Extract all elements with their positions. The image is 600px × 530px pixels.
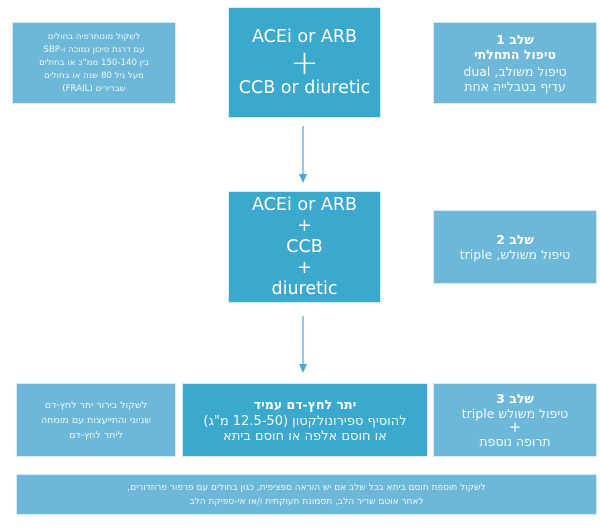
step2-stage-box: שלב 2 טיפול משולש, triple — [433, 210, 597, 284]
stage-title: שלב 1 — [496, 32, 534, 47]
step1-stage-box: שלב 1 טיפול התחלתי טיפול משולב, dual עדי… — [433, 22, 597, 104]
stage-text: טיפול משולש triple — [461, 406, 569, 421]
stage-text: תרופה נוספת — [479, 434, 551, 449]
note-line: בין 150-140 ממ"כ או בחולים — [39, 57, 149, 68]
stage-text: עדיף בטבלייה אחת — [464, 79, 566, 94]
stage-text: טיפול משולש, triple — [459, 247, 571, 262]
arrow-down-icon — [299, 316, 307, 373]
note-line: שברירים (FRAIL) — [62, 83, 126, 94]
plus-sign: + — [297, 257, 312, 278]
step2-drug-box: ACEi or ARB + CCB + diuretic — [228, 191, 381, 303]
resistant-title: יתר לחץ-דם עמיד — [253, 396, 357, 412]
step3-stage-box: שלב 3 טיפול משולש triple + תרופה נוספת — [433, 383, 597, 457]
plus-sign: + — [508, 418, 522, 436]
stage-text: טיפול משולב, dual — [463, 64, 567, 79]
note-line: שניוני והתייעצות עם מומחה — [40, 414, 152, 426]
plus-sign: + — [297, 215, 312, 236]
step1-drug-box: ACEi or ARB + CCB or diuretic — [228, 7, 381, 118]
resistant-text: או חוסם אלפה או חוסם ביתא — [223, 428, 387, 444]
step3-resistant-box: יתר לחץ-דם עמיד להוסיף ספירונולקטון (12.… — [182, 383, 428, 457]
note-line: לשקול בירור יתר לחץ-דם — [44, 399, 148, 411]
stage-subtitle: טיפול התחלתי — [473, 47, 557, 62]
stage-title: שלב 3 — [496, 391, 534, 406]
footer-line: לשקול תוספת חוסם ביתא בכל שלב אם יש הורא… — [127, 482, 486, 493]
footer-line: לאחר אוטם שריר הלב, תסמונת תעוקתית ו/או … — [189, 496, 424, 507]
note-line: לשקול מונותרפיה בחולים — [47, 31, 141, 42]
beta-blocker-note: לשקול תוספת חוסם ביתא בכל שלב אם יש הורא… — [16, 474, 597, 515]
drug-ccb-diuretic: CCB or diuretic — [238, 77, 371, 98]
step3-secondary-note: לשקול בירור יתר לחץ-דם שניוני והתייעצות … — [16, 383, 176, 457]
drug-acei-arb: ACEi or ARB — [252, 26, 357, 47]
drug-acei-arb: ACEi or ARB — [252, 194, 357, 215]
arrow-down-icon — [299, 126, 307, 183]
resistant-text: להוסיף ספירונולקטון (12.5-50 מ"ג) — [203, 413, 407, 429]
note-line: עם דרגת סיכון נמוכה ו-SBP — [43, 44, 145, 55]
note-line: ליתר לחץ-דם — [69, 429, 123, 441]
step1-monotherapy-note: לשקול מונותרפיה בחולים עם דרגת סיכון נמו… — [12, 22, 176, 104]
stage-title: שלב 2 — [496, 232, 534, 247]
plus-sign: + — [290, 42, 319, 83]
drug-ccb: CCB — [286, 236, 323, 257]
drug-diuretic: diuretic — [271, 278, 338, 299]
note-line: מעל גיל 80 שנה או בחולים — [44, 70, 144, 81]
